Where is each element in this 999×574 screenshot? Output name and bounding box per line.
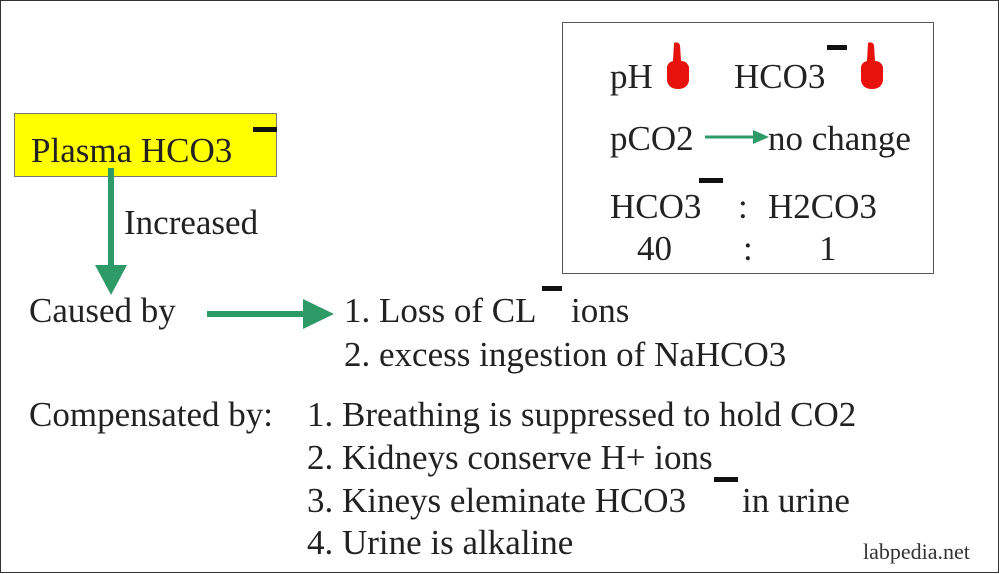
right-arrow	[207, 299, 334, 329]
plasma-hco3-label: Plasma HCO3	[31, 131, 233, 170]
compensation-item-2: 2. Kidneys conserve H+ ions	[307, 438, 713, 477]
negative-charge-bar	[253, 127, 277, 132]
hco3-label: HCO3	[734, 57, 826, 96]
hand-pointing-down-icon	[667, 42, 689, 89]
cause-item-2: 2. excess ingestion of NaHCO3	[344, 335, 787, 374]
compensated-by-heading: Compensated by:	[29, 395, 273, 434]
compensation-item-3-suffix: in urine	[742, 481, 850, 520]
arrow-right-icon	[705, 130, 769, 144]
negative-charge-bar	[827, 45, 847, 50]
down-arrow	[95, 168, 127, 295]
ratio-colon: :	[738, 187, 748, 226]
pco2-status: no change	[768, 119, 911, 158]
compensation-item-4: 4. Urine is alkaline	[307, 523, 574, 562]
increased-label: Increased	[124, 203, 259, 242]
ratio-right-label: H2CO3	[768, 187, 877, 226]
compensation-item-1: 1. Breathing is suppressed to hold CO2	[307, 395, 857, 434]
watermark: labpedia.net	[863, 539, 970, 564]
ph-label: pH	[610, 57, 653, 96]
ratio-left-value: 40	[637, 229, 672, 268]
cause-item-1: 1. Loss of CL	[344, 291, 537, 330]
ratio-colon-2: :	[743, 229, 753, 268]
cause-item-1-suffix: ions	[571, 291, 630, 330]
negative-charge-bar	[714, 477, 738, 482]
ratio-left-label: HCO3	[610, 187, 702, 226]
acid-base-summary-box: pH HCO3 pCO2 no change HCO3 : H2CO3 40 :…	[562, 22, 934, 274]
negative-charge-bar	[542, 286, 562, 291]
hand-pointing-down-icon	[861, 42, 883, 89]
ratio-right-value: 1	[819, 229, 837, 268]
pco2-label: pCO2	[610, 119, 694, 158]
negative-charge-bar	[699, 178, 723, 183]
compensation-item-3: 3. Kineys eleminate HCO3	[307, 481, 687, 520]
caused-by-heading: Caused by	[29, 291, 176, 330]
plasma-hco3-box: Plasma HCO3	[14, 113, 277, 177]
